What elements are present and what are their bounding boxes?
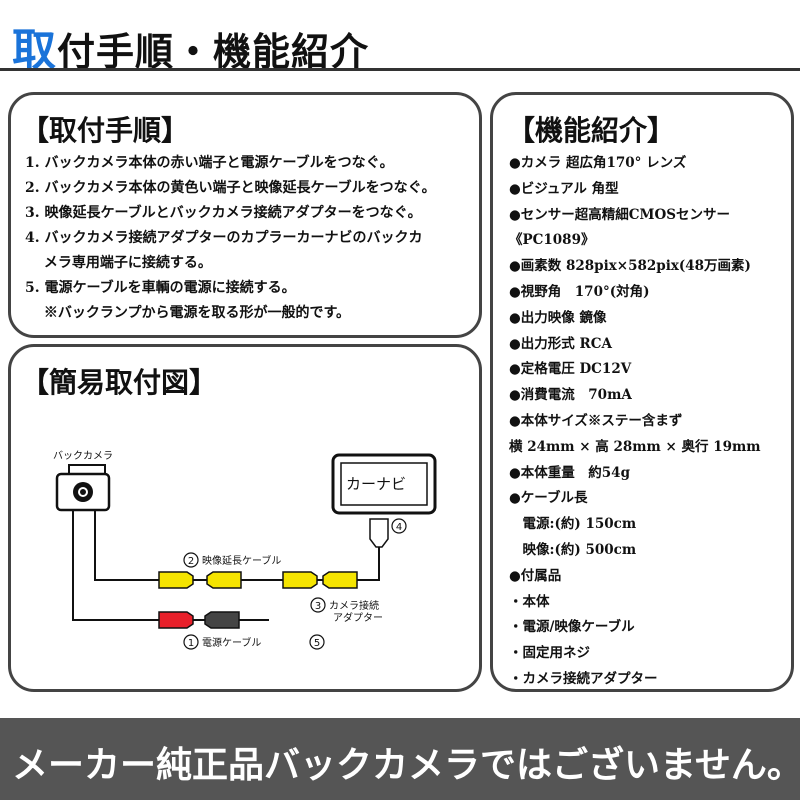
feature-item: ●画素数 828pix×582pix(48万画素) — [509, 258, 751, 275]
wiring-diagram: バックカメラ カーナビ — [53, 450, 437, 650]
number-circle — [310, 597, 326, 613]
feature-item: 電源:(約) 150cm — [509, 516, 637, 533]
step-item: 3. 映像延長ケーブルとバックカメラ接続アダプターをつなぐ。 — [25, 205, 422, 221]
label-3-line2: アダプター — [333, 611, 383, 624]
feature-item: ●付属品 — [509, 567, 562, 584]
step-item: 5. 電源ケーブルを車輌の電源に接続する。 — [25, 280, 296, 296]
feature-item: ●センサー超高精細CMOSセンサー — [509, 206, 730, 223]
label-3-line1: カメラ接続 — [329, 599, 379, 612]
label-1-number: 1 — [188, 638, 194, 649]
label-1-text: 電源ケーブル — [202, 636, 261, 649]
features-list: ●カメラ 超広角170° レンズ ●ビジュアル 角型 ●センサー超高精細CMOS… — [509, 151, 791, 689]
gray-connector — [204, 611, 240, 629]
step-item: メラ専用端子に接続する。 — [25, 255, 212, 271]
number-circle — [183, 634, 199, 650]
feature-item: 《PC1089》 — [509, 232, 595, 249]
feature-item: ●視野角 170°(対角) — [509, 283, 650, 300]
adapter-plug-icon — [369, 518, 389, 548]
number-circle — [391, 518, 407, 534]
feature-item: ●出力映像 鏡像 — [509, 309, 607, 326]
feature-item: ●本体サイズ※ステー含まず — [509, 412, 683, 429]
label-3-number: 3 — [315, 601, 321, 612]
disclaimer-text: メーカー純正品バックカメラではございません。 — [12, 745, 800, 786]
red-connector — [158, 611, 194, 629]
car-navi-icon — [331, 453, 437, 515]
features-panel: 【機能紹介】 ●カメラ 超広角170° レンズ ●ビジュアル 角型 ●センサー超… — [490, 92, 794, 692]
label-2-text: 映像延長ケーブル — [202, 554, 281, 567]
label-2-number: 2 — [188, 556, 194, 567]
install-steps-heading: 【取付手順】 — [21, 114, 190, 147]
yellow-connector — [206, 571, 242, 589]
label-5-number: 5 — [314, 638, 320, 649]
label-4-number: 4 — [396, 522, 402, 533]
features-heading: 【機能紹介】 — [507, 114, 676, 147]
feature-item: ・電源/映像ケーブル — [509, 619, 635, 636]
number-circle — [309, 634, 325, 650]
adapter-wire — [357, 547, 380, 581]
feature-item: ●定格電圧 DC12V — [509, 361, 632, 378]
footer-banner: メーカー純正品バックカメラではございません。 — [0, 718, 800, 800]
feature-item: ●ケーブル長 — [509, 490, 588, 507]
feature-item: ・固定用ネジ — [509, 645, 590, 662]
feature-item: ●消費電流 70mA — [509, 387, 632, 404]
yellow-connector — [158, 571, 194, 589]
feature-item: ・カメラ接続アダプター — [509, 670, 658, 687]
step-item: ※バックランプから電源を取る形が一般的です。 — [25, 305, 351, 321]
number-circle — [183, 552, 199, 568]
feature-item: ●本体重量 約54g — [509, 464, 631, 481]
car-navi-label: カーナビ — [346, 475, 406, 493]
camera-label: バックカメラ — [53, 450, 113, 462]
wiring-diagram-heading: 【簡易取付図】 — [21, 366, 218, 399]
page-title-accent: 取 — [12, 25, 57, 76]
feature-item: 映像:(約) 500cm — [509, 541, 637, 558]
yellow-connector — [322, 571, 358, 589]
video-wire — [94, 510, 159, 581]
wiring-diagram-panel: 【簡易取付図】 バックカメラ カーナビ — [8, 344, 482, 692]
feature-item: ●カメラ 超広角170° レンズ — [509, 155, 687, 171]
feature-item: 横 24mm × 高 28mm × 奥行 19mm — [509, 438, 761, 455]
header-divider — [0, 68, 800, 71]
page-title: 取付手順・機能紹介 — [12, 14, 369, 78]
header: 取付手順・機能紹介 — [0, 0, 800, 76]
step-item: 1. バックカメラ本体の赤い端子と電源ケーブルをつなぐ。 — [25, 155, 394, 171]
feature-item: ●ビジュアル 角型 — [509, 180, 619, 197]
install-steps-panel: 【取付手順】 1. バックカメラ本体の赤い端子と電源ケーブルをつなぐ。 2. バ… — [8, 92, 482, 338]
power-wire — [72, 510, 159, 621]
step-item: 2. バックカメラ本体の黄色い端子と映像延長ケーブルをつなぐ。 — [25, 180, 436, 196]
feature-item: ・本体 — [509, 593, 550, 610]
install-steps-list: 1. バックカメラ本体の赤い端子と電源ケーブルをつなぐ。 2. バックカメラ本体… — [25, 151, 475, 326]
feature-item: ●出力形式 RCA — [509, 335, 612, 352]
yellow-connector — [282, 571, 318, 589]
page-title-rest: 付手順・機能紹介 — [57, 30, 370, 74]
camera-icon — [55, 464, 111, 512]
step-item: 4. バックカメラ接続アダプターのカプラーカーナビのバックカ — [25, 230, 423, 246]
